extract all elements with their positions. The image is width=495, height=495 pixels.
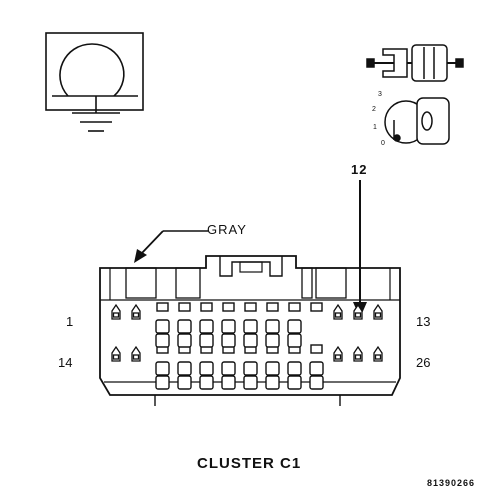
cavity-tab-r1-c8 bbox=[310, 302, 323, 312]
cavity-tab-r2-c8 bbox=[310, 344, 323, 354]
key-position-3: 3 bbox=[378, 91, 382, 98]
square-cavity-bot-r2-c8 bbox=[309, 375, 324, 390]
cavity-tab-r1-c5 bbox=[244, 302, 257, 312]
cavity-tab-r1-c3 bbox=[200, 302, 213, 312]
gray-callout-arrow bbox=[134, 230, 208, 263]
pin-label-13: 13 bbox=[416, 314, 431, 329]
connector-color-label: GRAY bbox=[207, 222, 247, 237]
cavity-tab-r1-c1 bbox=[156, 302, 169, 312]
keyed-cavity-r2-r1 bbox=[333, 345, 343, 362]
keyed-cavities bbox=[111, 303, 383, 362]
pin-12-callout-arrow bbox=[353, 180, 367, 318]
square-cavity-bot-r1-c1 bbox=[155, 361, 170, 376]
square-cavity-top-r2-c3 bbox=[199, 333, 214, 348]
keyed-cavity-r2-r3 bbox=[373, 345, 383, 362]
square-cavity-bot-r2-c3 bbox=[199, 375, 214, 390]
square-cavity-bot-r2-c4 bbox=[221, 375, 236, 390]
square-cavity-bot-r2-c6 bbox=[265, 375, 280, 390]
square-cavity-bot-r1-c5 bbox=[243, 361, 258, 376]
keyed-cavity-r1-r2 bbox=[353, 303, 363, 320]
keyed-cavity-r2-r2 bbox=[353, 345, 363, 362]
square-cavity-top-r1-c2 bbox=[177, 319, 192, 334]
connector-side-view-icon bbox=[366, 44, 464, 82]
square-cavity-bot-r1-c8 bbox=[309, 361, 324, 376]
pin-callout-label: 12 bbox=[351, 162, 368, 177]
square-cavity-top-r2-c5 bbox=[243, 333, 258, 348]
clock-spring-ground-symbol-icon bbox=[45, 32, 144, 132]
square-cavity-bot-r1-c6 bbox=[265, 361, 280, 376]
connector-body bbox=[99, 255, 401, 406]
key-position-2: 2 bbox=[372, 106, 376, 113]
cavity-tab-r1-c6 bbox=[266, 302, 279, 312]
square-cavity-top-r2-c2 bbox=[177, 333, 192, 348]
square-cavity-top-r2-c7 bbox=[287, 333, 302, 348]
square-cavity-top-r1-c5 bbox=[243, 319, 258, 334]
square-cavity-top-r1-c1 bbox=[155, 319, 170, 334]
square-cavity-bot-r2-c2 bbox=[177, 375, 192, 390]
square-cavity-top-r1-c6 bbox=[265, 319, 280, 334]
square-cavity-bot-r1-c4 bbox=[221, 361, 236, 376]
square-cavities bbox=[155, 302, 324, 390]
keyed-cavity-r1-r3 bbox=[373, 303, 383, 320]
keyed-cavity-r1-l2 bbox=[131, 303, 141, 320]
square-cavity-bot-r1-c3 bbox=[199, 361, 214, 376]
keyed-cavity-r1-r1 bbox=[333, 303, 343, 320]
pin-label-26: 26 bbox=[416, 355, 431, 370]
keyed-cavity-r2-l1 bbox=[111, 345, 121, 362]
connector-title: CLUSTER C1 bbox=[197, 455, 302, 472]
key-position-0: 0 bbox=[381, 140, 385, 147]
square-cavity-top-r2-c1 bbox=[155, 333, 170, 348]
square-cavity-bot-r2-c5 bbox=[243, 375, 258, 390]
keyed-cavity-r2-l2 bbox=[131, 345, 141, 362]
pin-label-1: 1 bbox=[66, 314, 74, 329]
cavity-tab-r1-c4 bbox=[222, 302, 235, 312]
square-cavity-top-r1-c4 bbox=[221, 319, 236, 334]
cavity-tab-r1-c7 bbox=[288, 302, 301, 312]
square-cavity-bot-r1-c7 bbox=[287, 361, 302, 376]
square-cavity-bot-r1-c2 bbox=[177, 361, 192, 376]
square-cavity-top-r2-c6 bbox=[265, 333, 280, 348]
square-cavity-bot-r2-c7 bbox=[287, 375, 302, 390]
square-cavity-top-r1-c3 bbox=[199, 319, 214, 334]
keyed-cavity-r1-l1 bbox=[111, 303, 121, 320]
pin-label-14: 14 bbox=[58, 355, 73, 370]
figure-number: 81390266 bbox=[427, 478, 476, 488]
key-position-1: 1 bbox=[373, 124, 377, 131]
square-cavity-top-r1-c7 bbox=[287, 319, 302, 334]
ignition-key-switch-icon bbox=[384, 97, 450, 145]
square-cavity-bot-r2-c1 bbox=[155, 375, 170, 390]
square-cavity-top-r2-c4 bbox=[221, 333, 236, 348]
cavity-tab-r1-c2 bbox=[178, 302, 191, 312]
